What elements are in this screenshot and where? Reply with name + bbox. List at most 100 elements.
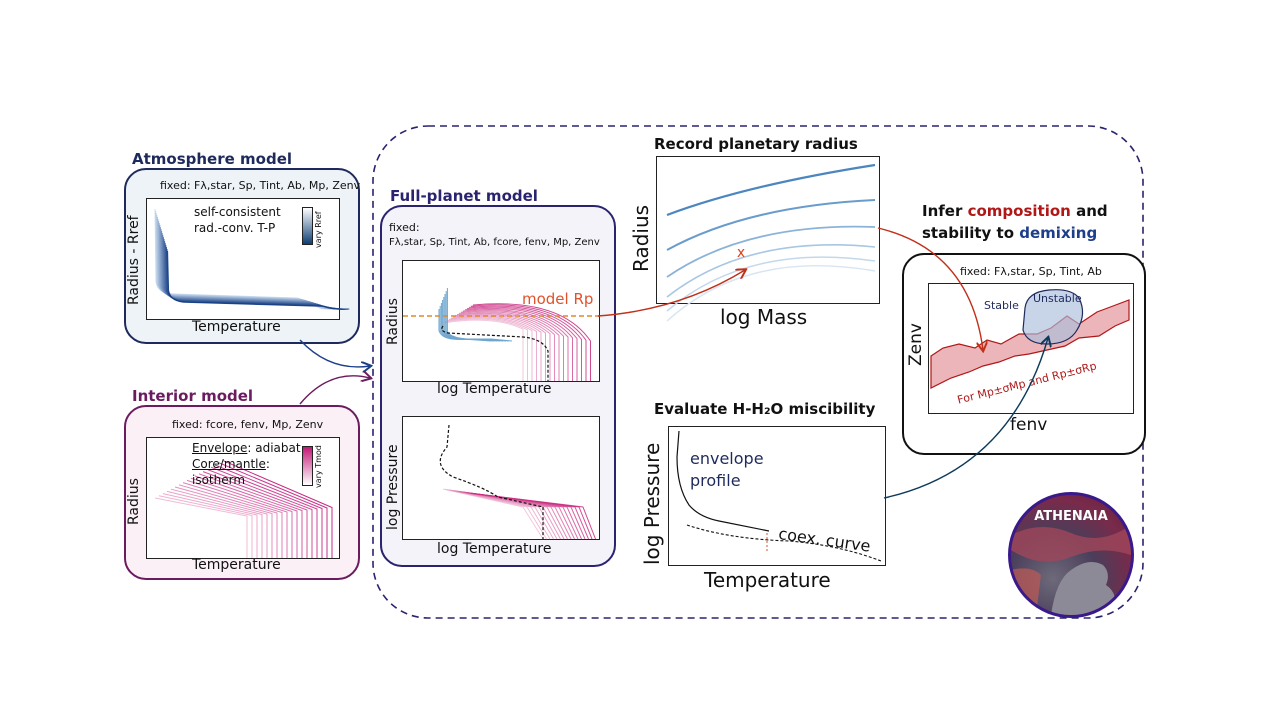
interior-profile: [178, 484, 278, 558]
atmosphere-note-2: rad.-conv. T-P: [194, 221, 276, 235]
interior-profile: [198, 473, 303, 558]
full-profile: [468, 305, 582, 381]
core-label: Core/mantle: [192, 457, 266, 471]
interior-profile: [222, 460, 333, 558]
full-planet-fixed-label: fixed:: [389, 221, 420, 234]
miscibility-curves: [676, 430, 882, 562]
miscibility-title: Evaluate H-H₂O miscibility: [654, 400, 876, 418]
full-planet-bottom-plot: [402, 416, 600, 540]
infer-title-line2-pre: stability to: [922, 224, 1020, 242]
arrow-interior-to-full: [299, 376, 370, 405]
interior-profile: [186, 479, 288, 558]
record-curves: x: [666, 163, 876, 322]
infer-title-composition: composition: [967, 202, 1071, 220]
infer-plot: [928, 283, 1134, 414]
infer-xlabel: fenv: [1010, 415, 1048, 435]
atmosphere-colorbar: [302, 207, 313, 245]
record-title: Record planetary radius: [654, 135, 858, 153]
envelope-profile-2: profile: [690, 471, 741, 490]
interior-profile: [158, 495, 253, 558]
arrow-miscibility-to-infer: [883, 338, 1048, 499]
interior-profile: [194, 475, 298, 558]
full-profile: [472, 303, 591, 381]
interior-profile: [162, 493, 258, 558]
arrow-full-to-record: [597, 270, 745, 317]
core-text: :: [265, 457, 270, 471]
interior-fixed: fixed: fcore, fenv, Mp, Zenv: [172, 418, 324, 431]
interior-envelope: Envelope: adiabat: [192, 441, 301, 455]
infer-shapes: [930, 289, 1130, 389]
coexistence-curve: [686, 524, 882, 562]
full-planet-top-plot: [402, 260, 600, 382]
interior-xlabel: Temperature: [192, 557, 281, 573]
full-planet-top-xlabel: log Temperature: [437, 381, 552, 397]
record-curve: [666, 225, 876, 278]
full-profile: [462, 308, 569, 381]
logo-artwork: [1011, 525, 1131, 615]
arrow-atmosphere-to-full: [299, 339, 370, 367]
infer-fixed: fixed: Fλ,star, Sp, Tint, Ab: [960, 265, 1102, 278]
record-curve: [666, 256, 876, 312]
full-planet-bottom-xlabel: log Temperature: [437, 541, 552, 557]
record-curve: [666, 199, 876, 251]
atmosphere-plot: [146, 198, 350, 320]
interior-profile: [218, 462, 328, 558]
atmosphere-xlabel: Temperature: [192, 319, 281, 335]
record-curve: [666, 244, 876, 298]
full-profile: [466, 306, 578, 381]
envelope-text: : adiabat: [247, 441, 301, 455]
infer-title-line1: Infer composition and: [922, 202, 1108, 220]
interior-profile: [154, 497, 248, 558]
infer-title-demixing: demixing: [1019, 224, 1098, 242]
interior-curves: [154, 460, 333, 558]
unstable-region: [1022, 289, 1084, 345]
full-profile: [464, 307, 573, 381]
miscibility-plot: [668, 426, 886, 566]
full-bottom-dashed: [439, 424, 544, 539]
infer-title-and: and: [1070, 202, 1108, 220]
composition-band: [930, 299, 1130, 389]
interior-profile: [210, 466, 318, 558]
full-planet-title: Full-planet model: [390, 187, 538, 205]
interior-profile: [166, 490, 263, 558]
atmosphere-profile: [167, 250, 350, 310]
infer-title-line2: stability to demixing: [922, 224, 1097, 242]
interior-profile: [214, 464, 323, 558]
full-profile: [442, 319, 524, 381]
interior-profile: [174, 486, 273, 558]
full-profile: [454, 313, 551, 381]
record-xlabel: log Mass: [720, 305, 808, 329]
interior-core: Core/mantle:: [192, 457, 270, 471]
miscibility-xlabel: Temperature: [704, 568, 831, 592]
interior-title: Interior model: [132, 387, 254, 405]
interior-profile: [190, 477, 293, 558]
full-profile: [450, 315, 542, 381]
atmosphere-curves: [154, 208, 350, 310]
unstable-label: Unstable: [1033, 292, 1082, 305]
interior-colorbar: [302, 446, 313, 486]
full-profile: [446, 317, 533, 381]
arrow-record-to-infer: [877, 227, 983, 350]
interior-profile: [182, 482, 283, 558]
atmosphere-note-1: self-consistent: [194, 205, 281, 219]
interior-profile: [206, 468, 313, 558]
full-profile: [448, 316, 537, 381]
full-dashed-profile: [441, 325, 549, 381]
record-plot: x: [656, 156, 880, 322]
logo-text: ATHENAIA: [1034, 509, 1108, 524]
full-bottom-profile: [472, 493, 596, 540]
full-atm-profile: [446, 288, 513, 342]
atmosphere-title: Atmosphere model: [132, 150, 293, 168]
envelope-profile-curve: [676, 430, 770, 532]
athenaia-logo: ATHENAIA: [1008, 492, 1134, 618]
infer-title-pre: Infer: [922, 202, 968, 220]
full-planet-top-curves: [403, 288, 599, 381]
envelope-profile-1: envelope: [690, 449, 764, 468]
model-rp-label: model Rp: [522, 290, 594, 308]
record-curve: [666, 163, 876, 217]
full-profile: [470, 304, 587, 381]
interior-profile: [170, 488, 268, 558]
interior-profile: [202, 471, 308, 558]
atmosphere-fixed: fixed: Fλ,star, Sp, Tint, Ab, Mp, Zenv: [160, 179, 361, 192]
